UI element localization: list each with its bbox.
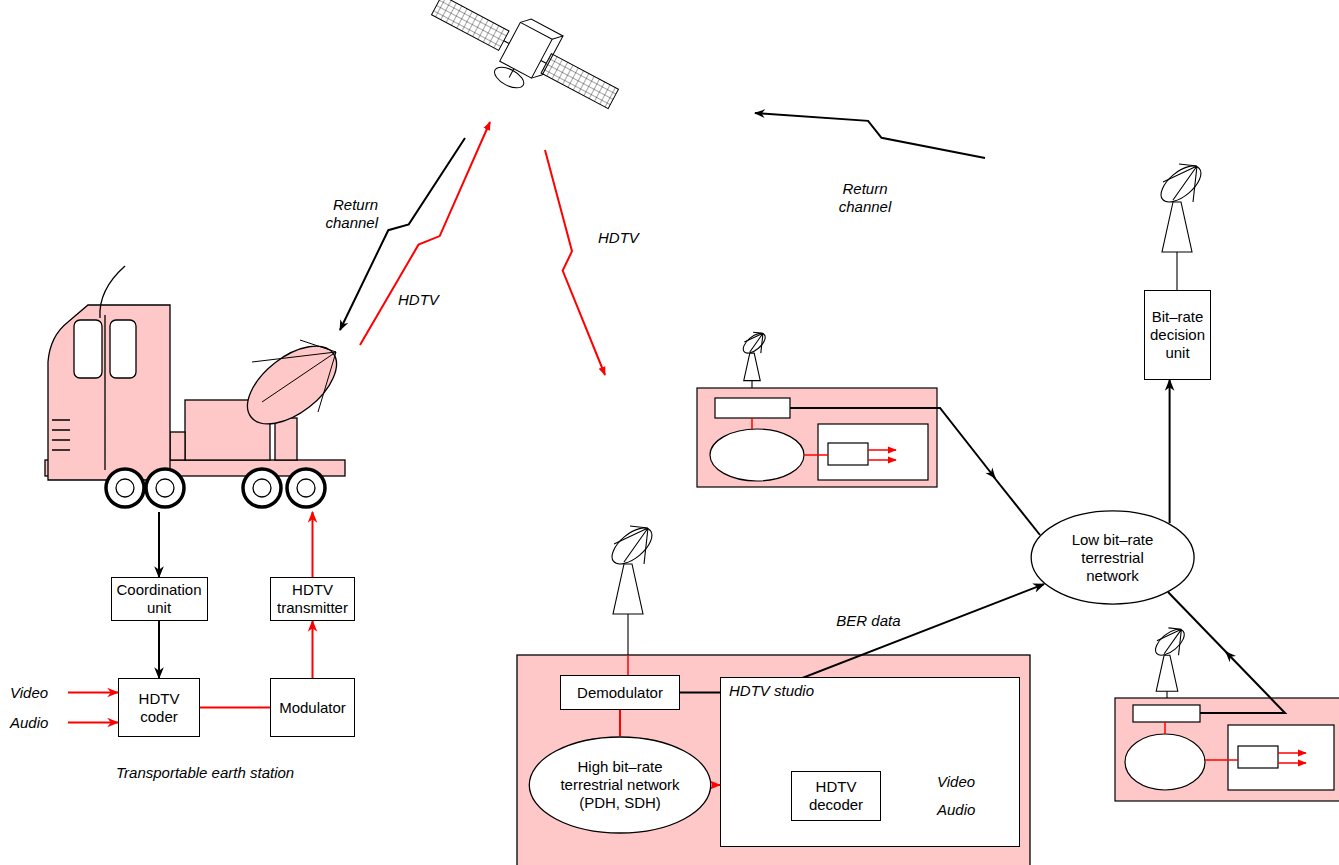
process-box: Demodulator — [560, 675, 680, 710]
station-panel — [517, 655, 1030, 865]
truck — [45, 266, 350, 507]
caption-note: Transportable earth station — [116, 764, 294, 782]
link-label: Return channel — [822, 180, 908, 216]
dish-feed — [614, 526, 648, 564]
signal-name: Audio — [10, 714, 48, 732]
network-ellipse: Low bit–rate terrestrial network — [1030, 510, 1195, 605]
process-box: HDTV transmitter — [270, 577, 355, 621]
signal-arrow — [158, 512, 160, 577]
process-box: Bit–rate decision unit — [1144, 290, 1211, 380]
dish — [1151, 625, 1189, 660]
dish-antenna — [740, 330, 769, 388]
text-group: Bit–rate decision unit — [1150, 308, 1205, 362]
text-group: HDTV coder — [124, 690, 194, 726]
signal-arrow — [312, 512, 314, 577]
process-box: HDTV coder — [118, 678, 200, 737]
signal-name: Video — [937, 773, 975, 791]
antenna-mount — [1162, 202, 1192, 252]
studio-panel: HDTV studioHDTV decoder — [720, 677, 1020, 847]
connector — [712, 784, 720, 786]
antenna-mount — [744, 353, 761, 381]
node-text: Coordination unit — [117, 581, 202, 617]
dish-feed — [744, 332, 763, 353]
network-ellipse: High bit–rate terrestrial network (PDH, … — [528, 736, 712, 834]
antenna-mast — [751, 381, 752, 388]
dish-antenna — [1155, 159, 1207, 290]
signal-line — [627, 655, 629, 675]
node-text: HDTV studio — [729, 682, 814, 700]
dish-feed — [1163, 164, 1197, 202]
ellipse-shape — [529, 737, 710, 833]
link-label: Return channel — [300, 196, 378, 232]
small-station — [697, 388, 937, 487]
radio-link — [755, 113, 985, 158]
antenna-mast — [1176, 252, 1177, 290]
node-text: Demodulator — [577, 684, 663, 702]
antenna-mount — [613, 564, 643, 614]
signal-arrow — [68, 692, 118, 694]
link-label: HDTV — [598, 229, 639, 247]
text-group: Coordination unit — [117, 581, 202, 617]
dish-antenna — [606, 521, 658, 655]
network-link — [790, 408, 1285, 713]
edge-label: BER data — [834, 612, 902, 630]
dish — [740, 330, 769, 357]
connector — [200, 707, 270, 709]
text-group: Demodulator — [577, 684, 663, 702]
radio-link — [340, 138, 465, 330]
text-group: HDTV transmitter — [276, 581, 349, 617]
process-box: HDTV decoder — [791, 771, 881, 821]
process-box: Coordination unit — [111, 577, 208, 621]
antenna-mast — [1166, 691, 1167, 698]
dish — [1155, 159, 1207, 208]
connector — [312, 621, 314, 678]
text-group: Low bit–rate terrestrial network — [1053, 531, 1172, 585]
text-group: High bit–rate terrestrial network (PDH, … — [554, 758, 686, 812]
radio-link — [360, 122, 490, 345]
signal-arrow — [68, 722, 118, 724]
text-group: HDTV decoder — [797, 778, 875, 814]
signal-name: Audio — [937, 801, 975, 819]
dish-antenna — [1151, 625, 1189, 698]
node-text: Low bit–rate terrestrial network — [1053, 531, 1172, 585]
radio-link — [545, 150, 605, 375]
node-text: HDTV coder — [124, 690, 194, 726]
connector — [158, 621, 160, 678]
dish — [606, 521, 658, 570]
node-text: Bit–rate decision unit — [1150, 308, 1205, 362]
dish-feed — [1157, 628, 1181, 655]
text-group: Modulator — [279, 699, 346, 717]
satellite — [419, 0, 628, 132]
ellipse-shape — [1031, 511, 1194, 604]
node-text: HDTV transmitter — [276, 581, 349, 617]
connector — [1169, 380, 1171, 523]
antenna-mount — [1156, 655, 1178, 691]
node-text: HDTV decoder — [797, 778, 875, 814]
link-label: HDTV — [398, 291, 439, 309]
signal-name: Video — [10, 684, 48, 702]
node-text: High bit–rate terrestrial network (PDH, … — [554, 758, 686, 812]
text-group: HDTV studio — [729, 682, 814, 700]
antenna-mast — [627, 614, 628, 655]
process-box: Modulator — [270, 678, 355, 737]
node-text: Modulator — [279, 699, 346, 717]
connector — [619, 710, 621, 736]
